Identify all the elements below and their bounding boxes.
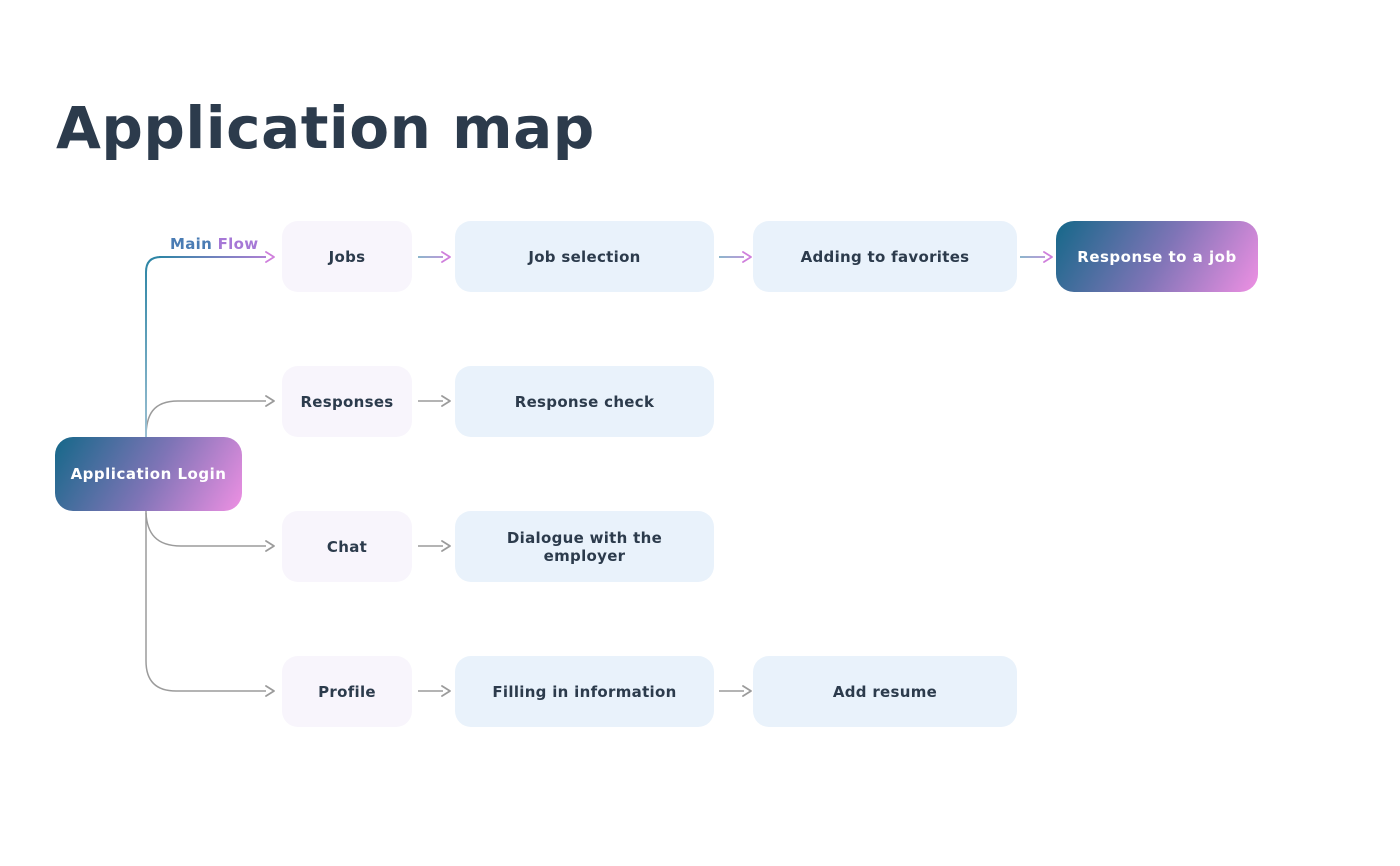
- edge-login-to-profile-arrowhead: [265, 685, 275, 697]
- edge-profile-to-filling-arrowhead: [441, 685, 451, 697]
- node-responses: Responses: [282, 366, 412, 437]
- node-adding-to-favorites: Adding to favorites: [753, 221, 1017, 292]
- page-title: Application map: [56, 94, 595, 162]
- node-label: Chat: [326, 537, 368, 556]
- node-filling-in-information: Filling in information: [455, 656, 714, 727]
- edge-filling-to-add-resume-arrowhead: [742, 685, 752, 697]
- edge-login-to-jobs-arrowhead: [265, 251, 275, 263]
- node-label: Responses: [300, 392, 394, 411]
- node-label: Response check: [514, 392, 655, 411]
- main-flow-label-main: Main: [170, 235, 213, 253]
- node-label: Job selection: [528, 247, 641, 266]
- edge-login-to-jobs-spine: [145, 256, 162, 437]
- edge-login-to-chat-arrowhead: [265, 540, 275, 552]
- edge-job-selection-to-adding-arrowhead: [742, 251, 752, 263]
- edge-login-to-profile-line: [145, 511, 266, 692]
- node-label: Add resume: [832, 682, 938, 701]
- node-job-selection: Job selection: [455, 221, 714, 292]
- node-label: Adding to favorites: [800, 247, 970, 266]
- node-application-login: Application Login: [55, 437, 242, 511]
- edge-login-to-chat-line: [145, 512, 266, 547]
- node-label: Filling in information: [492, 682, 677, 701]
- edge-responses-to-response-check-arrowhead: [441, 395, 451, 407]
- main-flow-label-flow: Flow: [217, 235, 259, 253]
- node-jobs: Jobs: [282, 221, 412, 292]
- node-add-resume: Add resume: [753, 656, 1017, 727]
- edge-chat-to-dialogue-arrowhead: [441, 540, 451, 552]
- node-dialogue-with-the-employer: Dialogue with the employer: [455, 511, 714, 582]
- edge-login-to-responses-arrowhead: [265, 395, 275, 407]
- node-response-to-a-job: Response to a job: [1056, 221, 1258, 292]
- main-flow-label: Main Flow: [170, 235, 258, 253]
- node-profile: Profile: [282, 656, 412, 727]
- node-label: Application Login: [70, 465, 227, 483]
- edge-jobs-to-job-selection-arrowhead: [441, 251, 451, 263]
- node-response-check: Response check: [455, 366, 714, 437]
- node-chat: Chat: [282, 511, 412, 582]
- node-label: Jobs: [328, 247, 366, 266]
- node-label: Profile: [318, 682, 376, 701]
- node-label: Response to a job: [1077, 247, 1237, 266]
- edge-adding-to-response-arrowhead: [1043, 251, 1053, 263]
- node-label: Dialogue with the employer: [506, 528, 663, 565]
